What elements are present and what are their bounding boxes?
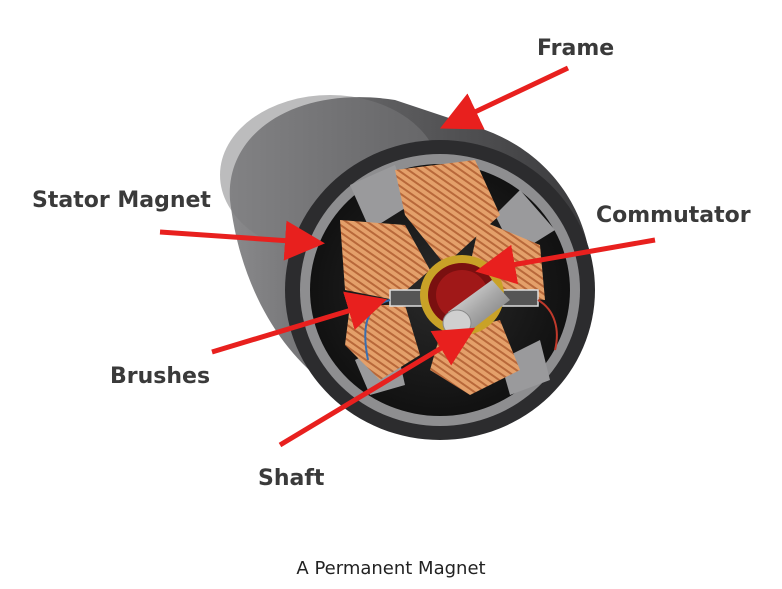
arrow-brushes bbox=[211, 291, 388, 355]
brush-wire bbox=[537, 299, 558, 351]
figure-caption: A Permanent Magnet bbox=[296, 558, 486, 579]
label-frame: Frame bbox=[537, 36, 615, 61]
arrow-frame bbox=[439, 65, 570, 130]
label-commutator: Commutator bbox=[596, 203, 751, 228]
arrow-shaft bbox=[278, 327, 476, 448]
label-shaft: Shaft bbox=[258, 466, 325, 491]
arrow-commutator bbox=[475, 237, 656, 285]
motor-face bbox=[285, 140, 595, 440]
armature-coil bbox=[340, 220, 430, 300]
label-stator-magnet: Stator Magnet bbox=[32, 188, 211, 213]
label-brushes: Brushes bbox=[110, 364, 211, 389]
annotation-arrows bbox=[159, 65, 656, 448]
arrow-stator-magnet bbox=[159, 220, 325, 261]
stator-magnet-segment bbox=[350, 165, 410, 230]
armature-coil bbox=[395, 160, 500, 265]
